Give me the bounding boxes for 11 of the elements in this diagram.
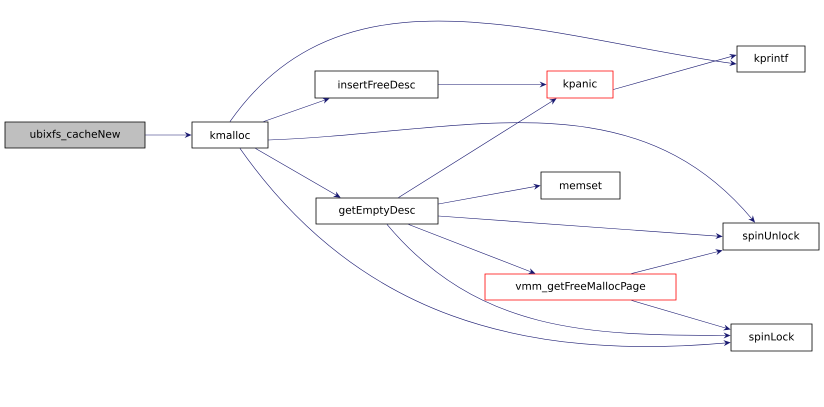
function-box: ubixfs_cacheNew [4, 122, 146, 148]
function-box: vmm_getFreeMallocPage [484, 274, 676, 300]
arrow [408, 224, 536, 274]
function-box: spinUnlock [722, 222, 820, 250]
function-box: kprintf [736, 46, 806, 72]
function-box: memset [540, 172, 620, 200]
function-box: kmalloc [192, 122, 268, 148]
function-box: insertFreeDesc [314, 70, 438, 98]
function-box: kpanic [546, 70, 614, 98]
function-box: getEmptyDesc [316, 198, 438, 224]
function-box: spinLock [730, 324, 812, 352]
